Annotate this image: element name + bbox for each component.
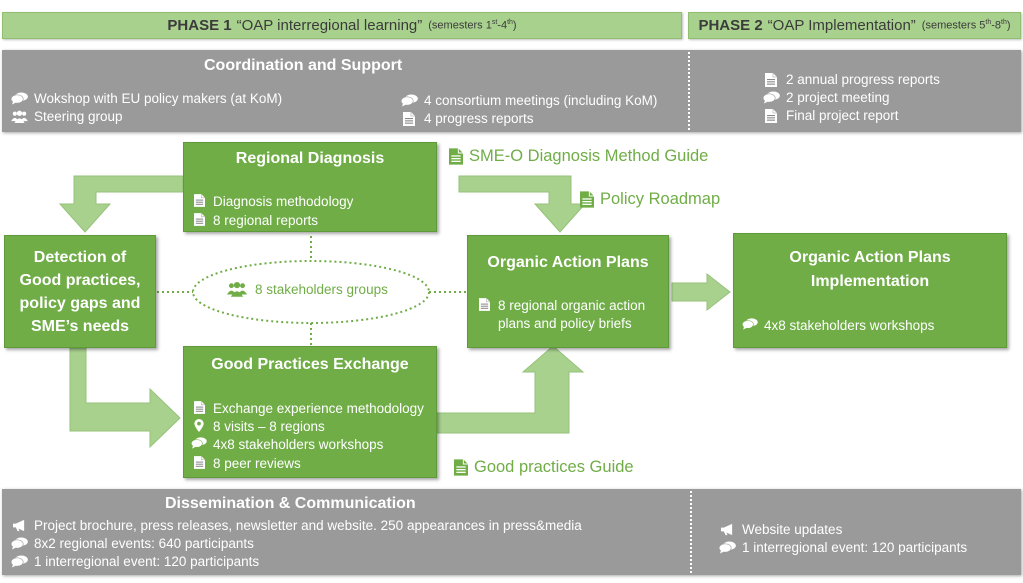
document-icon (191, 401, 207, 414)
phase1-title: “OAP interregional learning” (236, 17, 423, 34)
chat-icon (191, 437, 207, 449)
phase2-semesters: (semesters 5th-8th) (921, 19, 1011, 32)
document-icon (454, 459, 468, 476)
chat-icon (742, 318, 758, 330)
document-icon (476, 298, 492, 311)
detection-title-line: Detection of (33, 249, 127, 266)
dissemination-item: 8x2 regional events: 640 participants (10, 536, 254, 551)
gpe-title: Good Practices Exchange (211, 356, 409, 373)
organic-action-plans-box: Organic Action Plans 8 regional organic … (467, 235, 669, 348)
document-icon (191, 213, 207, 226)
oap-item: 8 regional organic action (476, 297, 645, 315)
dissemination-item: Project brochure, press releases, newsle… (10, 518, 582, 533)
coordination-panel: Coordination and Support Wokshop with EU… (2, 50, 1021, 132)
stakeholders-label: 8 stakeholders groups (255, 281, 388, 297)
oap-implementation-box: Organic Action Plans Implementation 4x8 … (733, 233, 1007, 348)
phase-divider (690, 491, 692, 573)
arrow-detection-to-gpe (69, 347, 181, 449)
gpe-item: 4x8 stakeholders workshops (191, 436, 383, 454)
gp-guide-label: Good practices Guide (454, 458, 634, 477)
phase1-bar: PHASE 1 “OAP interregional learning” (se… (2, 12, 682, 39)
chat-icon (10, 555, 28, 568)
dissemination-item: 1 interregional event: 120 participants (10, 554, 259, 569)
policy-roadmap-label: Policy Roadmap (580, 190, 720, 209)
people-icon (227, 281, 247, 297)
coordination-title: Coordination and Support (204, 57, 403, 74)
arrow-diagnosis-to-oap (458, 175, 587, 233)
arrow-diagnosis-to-detection (58, 175, 184, 233)
sme-guide-label: SME-O Diagnosis Method Guide (449, 147, 708, 166)
phase2-title: “OAP Implementation” (767, 17, 916, 34)
document-icon (449, 148, 463, 165)
detection-title-line: SME’s needs (30, 318, 130, 335)
stakeholders-group: 8 stakeholders groups (227, 281, 388, 297)
regional-diagnosis-title: Regional Diagnosis (235, 150, 385, 167)
oap-implementation-title-line: Implementation (810, 273, 930, 290)
detection-title-line: Good practices, (19, 272, 141, 289)
coordination-item: 4 consortium meetings (including KoM) (400, 93, 657, 108)
oap-implementation-item: 4x8 stakeholders workshops (742, 317, 934, 335)
gpe-item: 8 visits – 8 regions (191, 418, 325, 436)
coordination-item: Wokshop with EU policy makers (at KoM) (10, 91, 282, 106)
location-pin-icon (191, 419, 207, 432)
dissemination-item: Website updates (718, 522, 842, 537)
oap-item: plans and policy briefs (498, 316, 632, 331)
megaphone-icon (718, 523, 736, 536)
phase1-semesters: (semesters 1st-4th) (428, 19, 517, 32)
dissemination-item: 1 interregional event: 120 participants (718, 540, 967, 555)
regional-diagnosis-item: 8 regional reports (191, 212, 318, 230)
document-icon (191, 456, 207, 469)
arrow-gpe-to-oap (419, 345, 585, 434)
chat-icon (10, 537, 28, 550)
phase2-label: PHASE 2 (698, 17, 763, 34)
oap-title: Organic Action Plans (487, 254, 649, 271)
phase1-label: PHASE 1 (167, 17, 232, 34)
good-practices-exchange-box: Good Practices Exchange Exchange experie… (183, 346, 437, 478)
regional-diagnosis-item: Diagnosis methodology (191, 193, 353, 211)
gpe-item: Exchange experience methodology (191, 400, 424, 418)
coordination-item: 2 annual progress reports (762, 72, 940, 87)
coordination-item: Steering group (10, 109, 123, 124)
document-icon (580, 191, 594, 208)
megaphone-icon (10, 519, 28, 532)
regional-diagnosis-box: Regional Diagnosis Diagnosis methodology… (183, 142, 437, 232)
arrow-oap-to-implementation (671, 272, 731, 312)
gpe-item: 8 peer reviews (191, 455, 301, 473)
chat-icon (718, 541, 736, 554)
coordination-item: 2 project meeting (762, 90, 890, 105)
coordination-item: Final project report (762, 108, 899, 123)
phase-divider (688, 52, 690, 130)
dissemination-title: Dissemination & Communication (165, 495, 416, 512)
phase2-bar: PHASE 2 “OAP Implementation” (semesters … (688, 12, 1021, 39)
document-icon (191, 194, 207, 207)
coordination-item: 4 progress reports (400, 111, 534, 126)
detection-title-line: policy gaps and (19, 295, 141, 312)
oap-implementation-title-line: Organic Action Plans (789, 249, 951, 266)
dissemination-panel: Dissemination & Communication Project br… (2, 489, 1021, 575)
detection-box: Detection of Good practices, policy gaps… (4, 235, 156, 348)
